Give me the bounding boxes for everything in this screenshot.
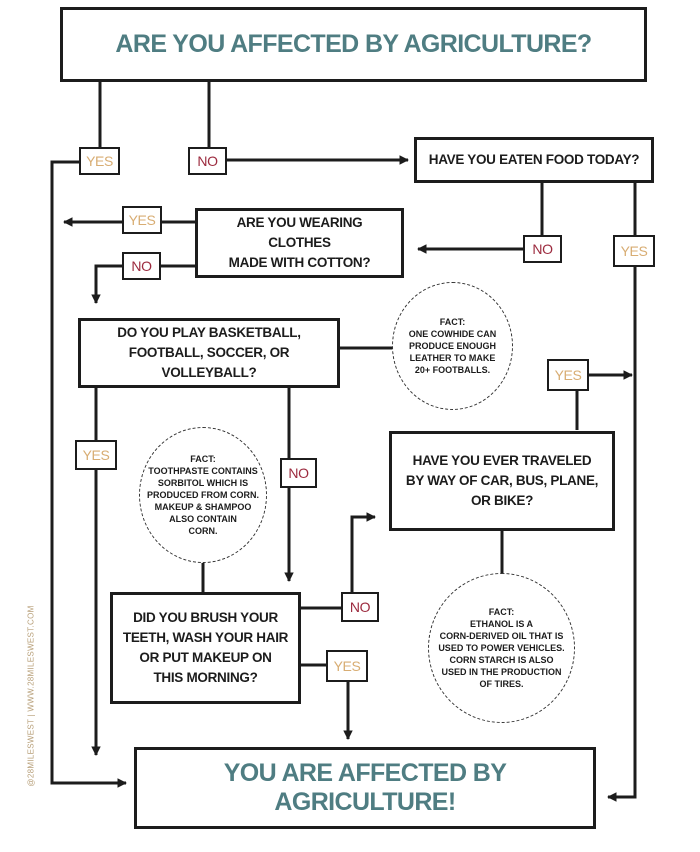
side-credit: @28MILESWEST | WWW.28MILESWEST.COM (26, 601, 36, 791)
tag-sports-no: NO (280, 458, 317, 488)
question-brush-teeth: DID YOU BRUSH YOUR TEETH, WASH YOUR HAIR… (110, 592, 301, 704)
tag-label: NO (349, 599, 371, 615)
fact-cowhide: FACT: ONE COWHIDE CAN PRODUCE ENOUGH LEA… (392, 282, 513, 410)
tag-label: NO (532, 241, 553, 257)
line-brush-no (301, 512, 376, 610)
result-box: YOU ARE AFFECTED BY AGRICULTURE! (134, 747, 596, 829)
tag-food-yes: YES (613, 235, 655, 267)
tag-label: YES (333, 658, 361, 674)
tag-label: NO (197, 153, 218, 169)
side-credit-text: @28MILESWEST | WWW.28MILESWEST.COM (26, 605, 36, 787)
fact-heading: FACT: (190, 454, 216, 464)
line-title-yes (50, 82, 127, 788)
tag-food-no: NO (523, 235, 562, 263)
question-traveled: HAVE YOU EVER TRAVELED BY WAY OF CAR, BU… (389, 431, 615, 531)
question-sports: DO YOU PLAY BASKETBALL, FOOTBALL, SOCCER… (78, 318, 340, 388)
tag-label: YES (620, 243, 648, 259)
tag-label: NO (131, 258, 152, 274)
fact-ethanol: FACT: ETHANOL IS A CORN-DERIVED OIL THAT… (428, 573, 575, 723)
fact-heading: FACT: (488, 607, 515, 617)
tag-cotton-yes: YES (122, 206, 162, 234)
line-cotton-no (91, 264, 195, 304)
tag-label: YES (554, 367, 582, 383)
page-title: ARE YOU AFFECTED BY AGRICULTURE? (60, 7, 647, 82)
fact-text: ONE COWHIDE CAN PRODUCE ENOUGH LEATHER T… (408, 329, 497, 375)
line-title-no (207, 82, 409, 165)
line-food-yes (607, 182, 637, 802)
fact-toothpaste: FACT: TOOTHPASTE CONTAINS SORBITOL WHICH… (139, 427, 267, 563)
question-cotton-clothes: ARE YOU WEARING CLOTHES MADE WITH COTTON… (195, 208, 404, 278)
tag-brush-yes: YES (326, 650, 368, 682)
tag-sports-yes: YES (75, 440, 117, 470)
tag-cotton-no: NO (122, 252, 161, 280)
fact-heading: FACT: (439, 317, 466, 327)
tag-traveled-yes: YES (547, 359, 589, 391)
tag-brush-no: NO (341, 592, 379, 622)
question-eaten-food: HAVE YOU EATEN FOOD TODAY? (414, 137, 654, 183)
tag-label: NO (288, 465, 309, 481)
fact-text: ETHANOL IS A CORN-DERIVED OIL THAT IS US… (438, 619, 565, 689)
tag-label: YES (128, 212, 156, 228)
tag-label: YES (86, 153, 113, 169)
tag-title-yes: YES (79, 147, 120, 175)
fact-text: TOOTHPASTE CONTAINS SORBITOL WHICH IS PR… (147, 466, 259, 536)
tag-title-no: NO (188, 147, 227, 175)
tag-label: YES (82, 447, 110, 463)
